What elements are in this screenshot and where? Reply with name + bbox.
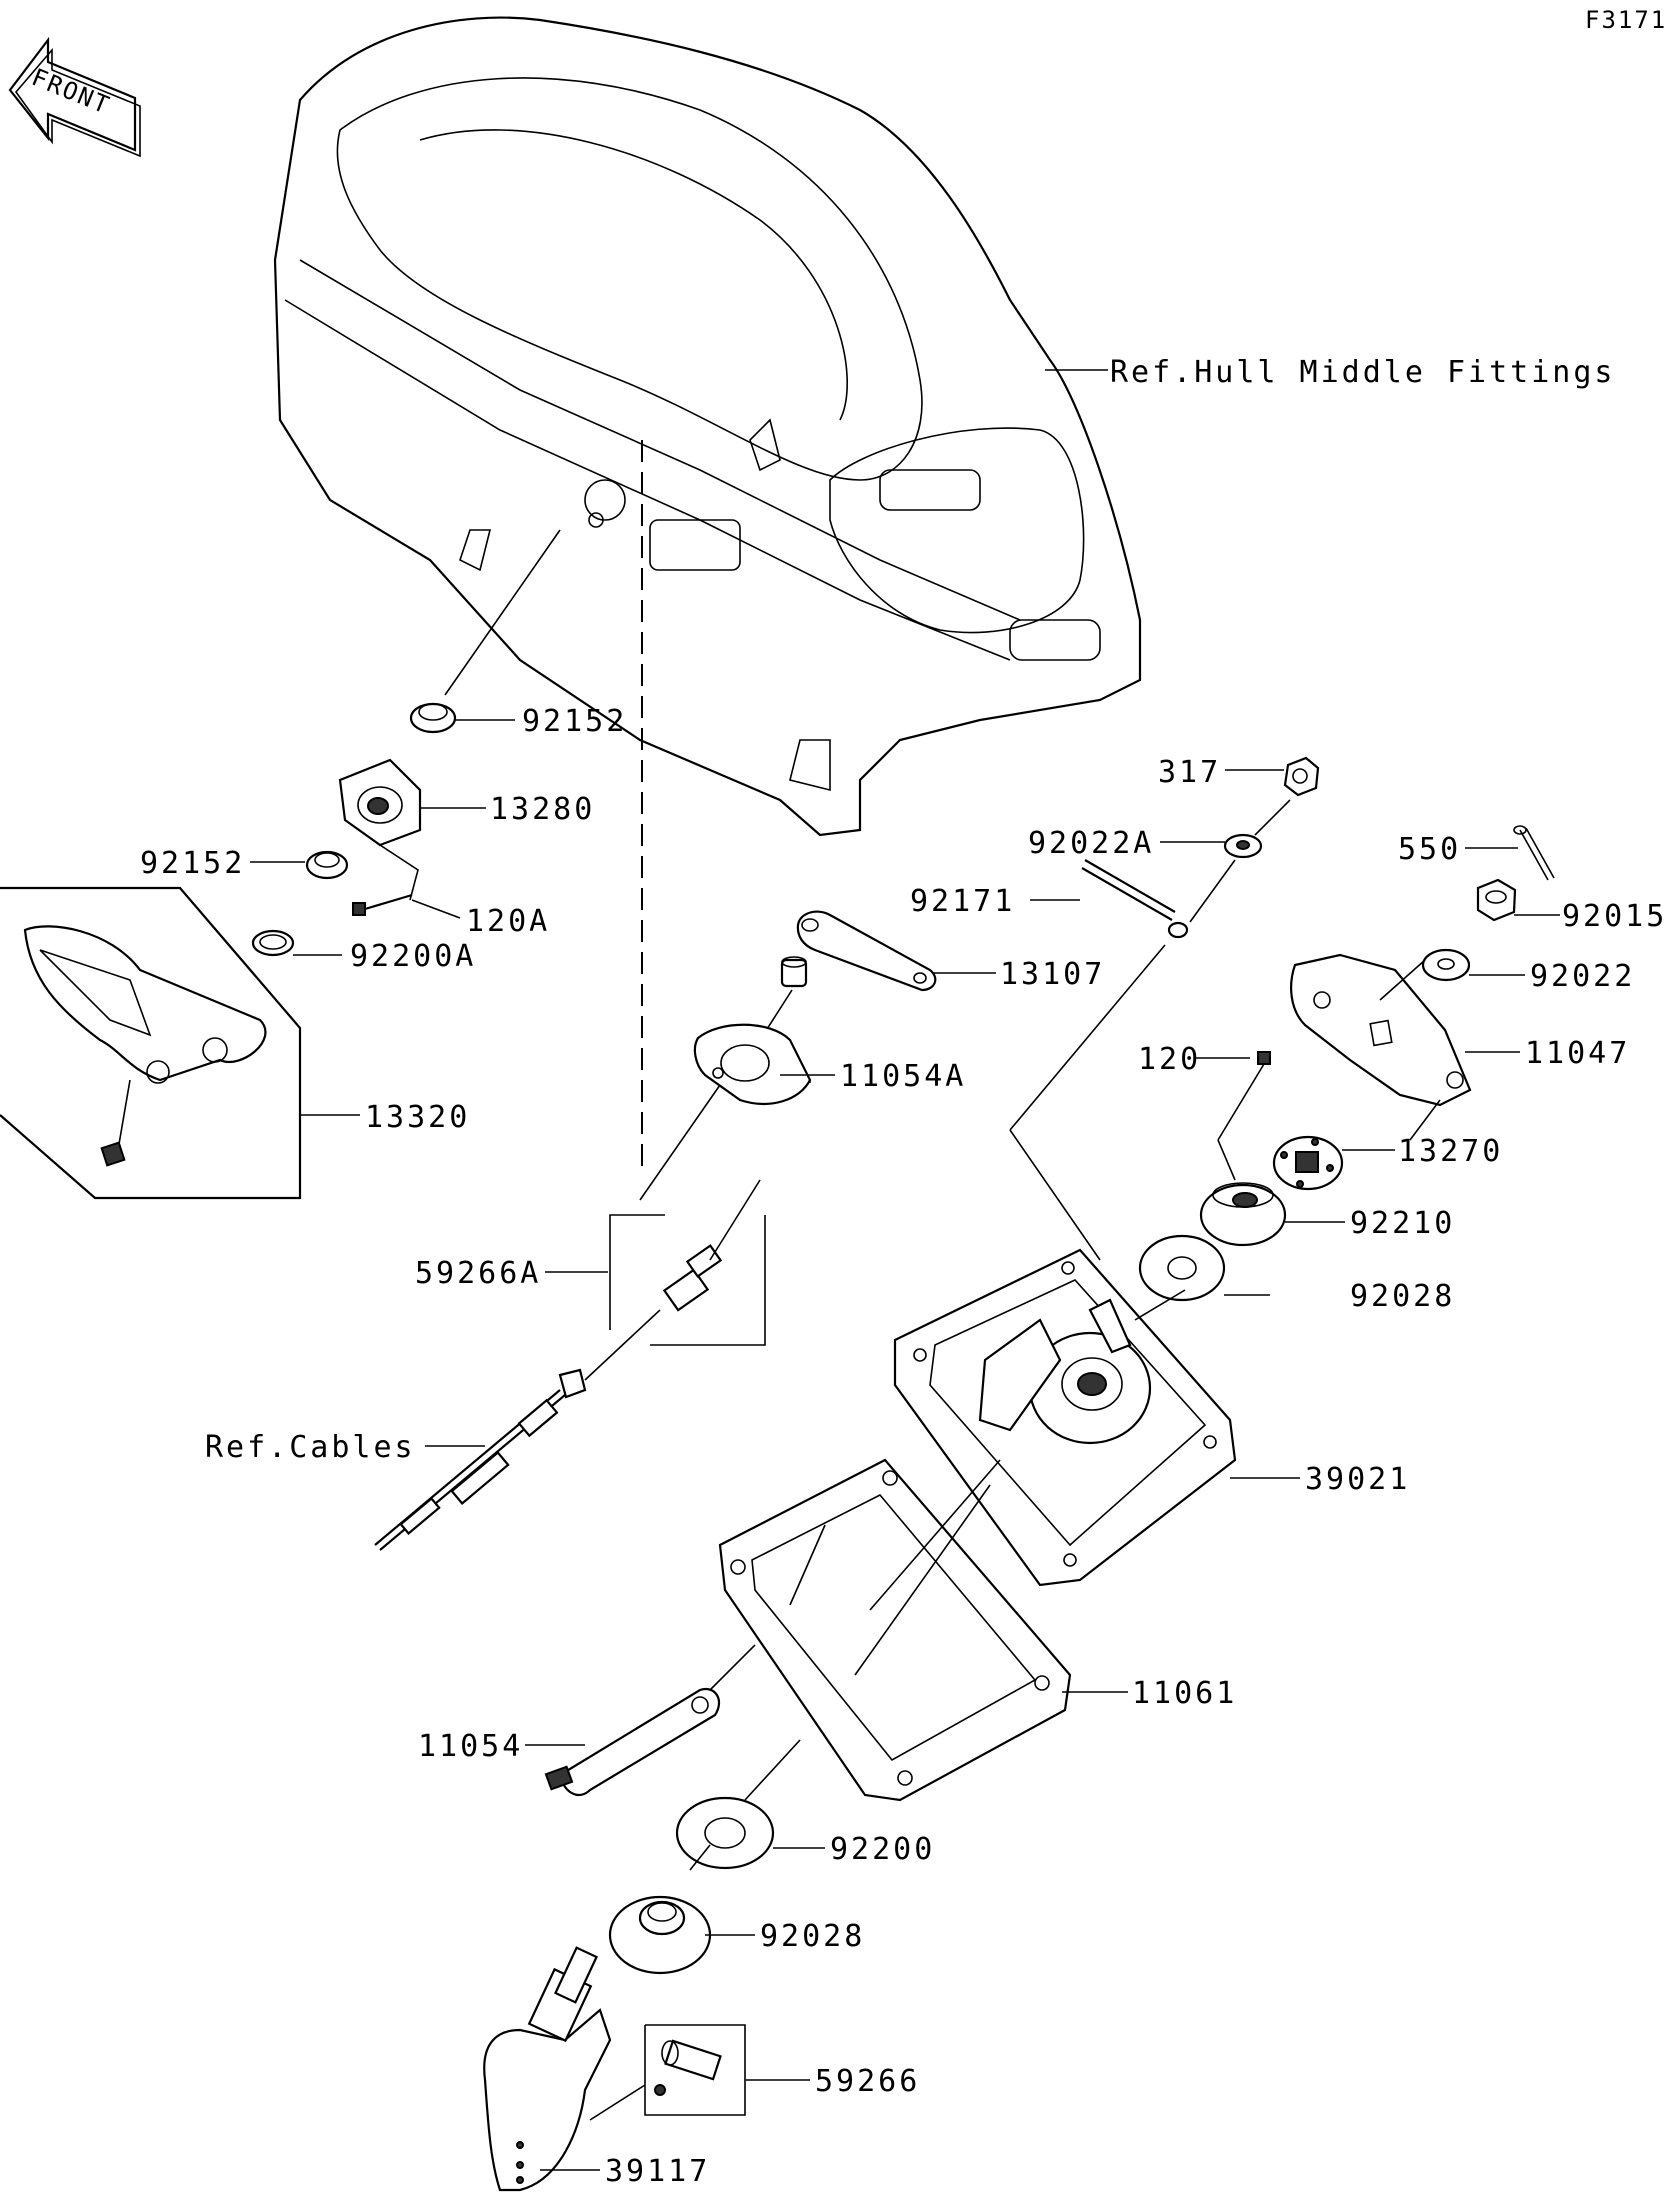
label-39021: 39021 <box>1305 1462 1410 1497</box>
label-92028-lower: 92028 <box>760 1919 865 1954</box>
ring-92200a <box>251 929 295 957</box>
gasket-11061 <box>718 1458 1072 1802</box>
bushing-92028-lower <box>608 1844 712 1975</box>
cotter-pin-550-icon <box>1513 825 1555 881</box>
label-13270: 13270 <box>1398 1134 1503 1169</box>
label-92022: 92022 <box>1530 959 1635 994</box>
cable-assembly <box>374 1368 587 1551</box>
label-ref-hull: Ref.Hull Middle Fittings <box>1110 355 1615 390</box>
label-317: 317 <box>1158 755 1221 790</box>
plate-11054a <box>639 1023 812 1201</box>
label-120a: 120A <box>466 904 550 939</box>
leader-120a <box>411 899 461 919</box>
pin-92171-icon <box>1009 859 1236 1131</box>
label-92171: 92171 <box>910 884 1015 919</box>
fitting-59266a <box>584 1179 766 1381</box>
label-92210: 92210 <box>1350 1206 1455 1241</box>
label-11054: 11054 <box>418 1729 523 1764</box>
label-92152-top: 92152 <box>522 704 627 739</box>
label-92015: 92015 <box>1562 899 1667 934</box>
label-ref-cables: Ref.Cables <box>205 1430 416 1465</box>
washer-92022 <box>1421 948 1471 982</box>
hull-body <box>273 16 1142 837</box>
label-11061: 11061 <box>1132 1676 1237 1711</box>
label-120: 120 <box>1138 1042 1201 1077</box>
nut-317-icon <box>1283 756 1320 797</box>
label-39117: 39117 <box>605 2154 710 2189</box>
figure-code: F3171 <box>1585 6 1667 34</box>
label-92022a: 92022A <box>1028 826 1154 861</box>
label-13320: 13320 <box>365 1100 470 1135</box>
label-550: 550 <box>1398 832 1461 867</box>
label-92200: 92200 <box>830 1832 935 1867</box>
label-92028-upper: 92028 <box>1350 1279 1455 1314</box>
washer-92028-upper <box>1138 1234 1226 1302</box>
label-11047: 11047 <box>1525 1036 1630 1071</box>
grommet-92152-top <box>409 529 561 734</box>
shaft-arm-39117 <box>483 1946 612 2192</box>
label-11054a: 11054A <box>840 1059 966 1094</box>
castle-nut-92015-icon <box>1476 878 1517 922</box>
label-13107: 13107 <box>1000 957 1105 992</box>
housing-39021 <box>893 1129 1237 1587</box>
bolt-120a-icon <box>352 844 419 916</box>
label-92200a: 92200A <box>350 939 476 974</box>
bolt-120-icon <box>1217 1051 1271 1141</box>
bracket-11047 <box>1290 953 1472 1141</box>
front-arrow-icon: FRONT <box>8 36 141 158</box>
bracket-11054 <box>544 1644 756 1797</box>
lever-13320-box <box>0 886 302 1200</box>
collar-92210 <box>1199 1139 1287 1247</box>
label-13280: 13280 <box>490 792 595 827</box>
washer-92022a <box>1223 799 1291 859</box>
label-59266: 59266 <box>815 2064 920 2099</box>
label-92152-left: 92152 <box>140 846 245 881</box>
washer-92200 <box>675 1739 801 1870</box>
bracket-13280 <box>338 758 422 847</box>
plate-13270 <box>1272 1135 1344 1191</box>
lever-13107 <box>759 910 937 1041</box>
grommet-92152-left <box>305 850 349 880</box>
fitting-59266 <box>589 2024 746 2121</box>
label-59266a: 59266A <box>415 1256 541 1291</box>
